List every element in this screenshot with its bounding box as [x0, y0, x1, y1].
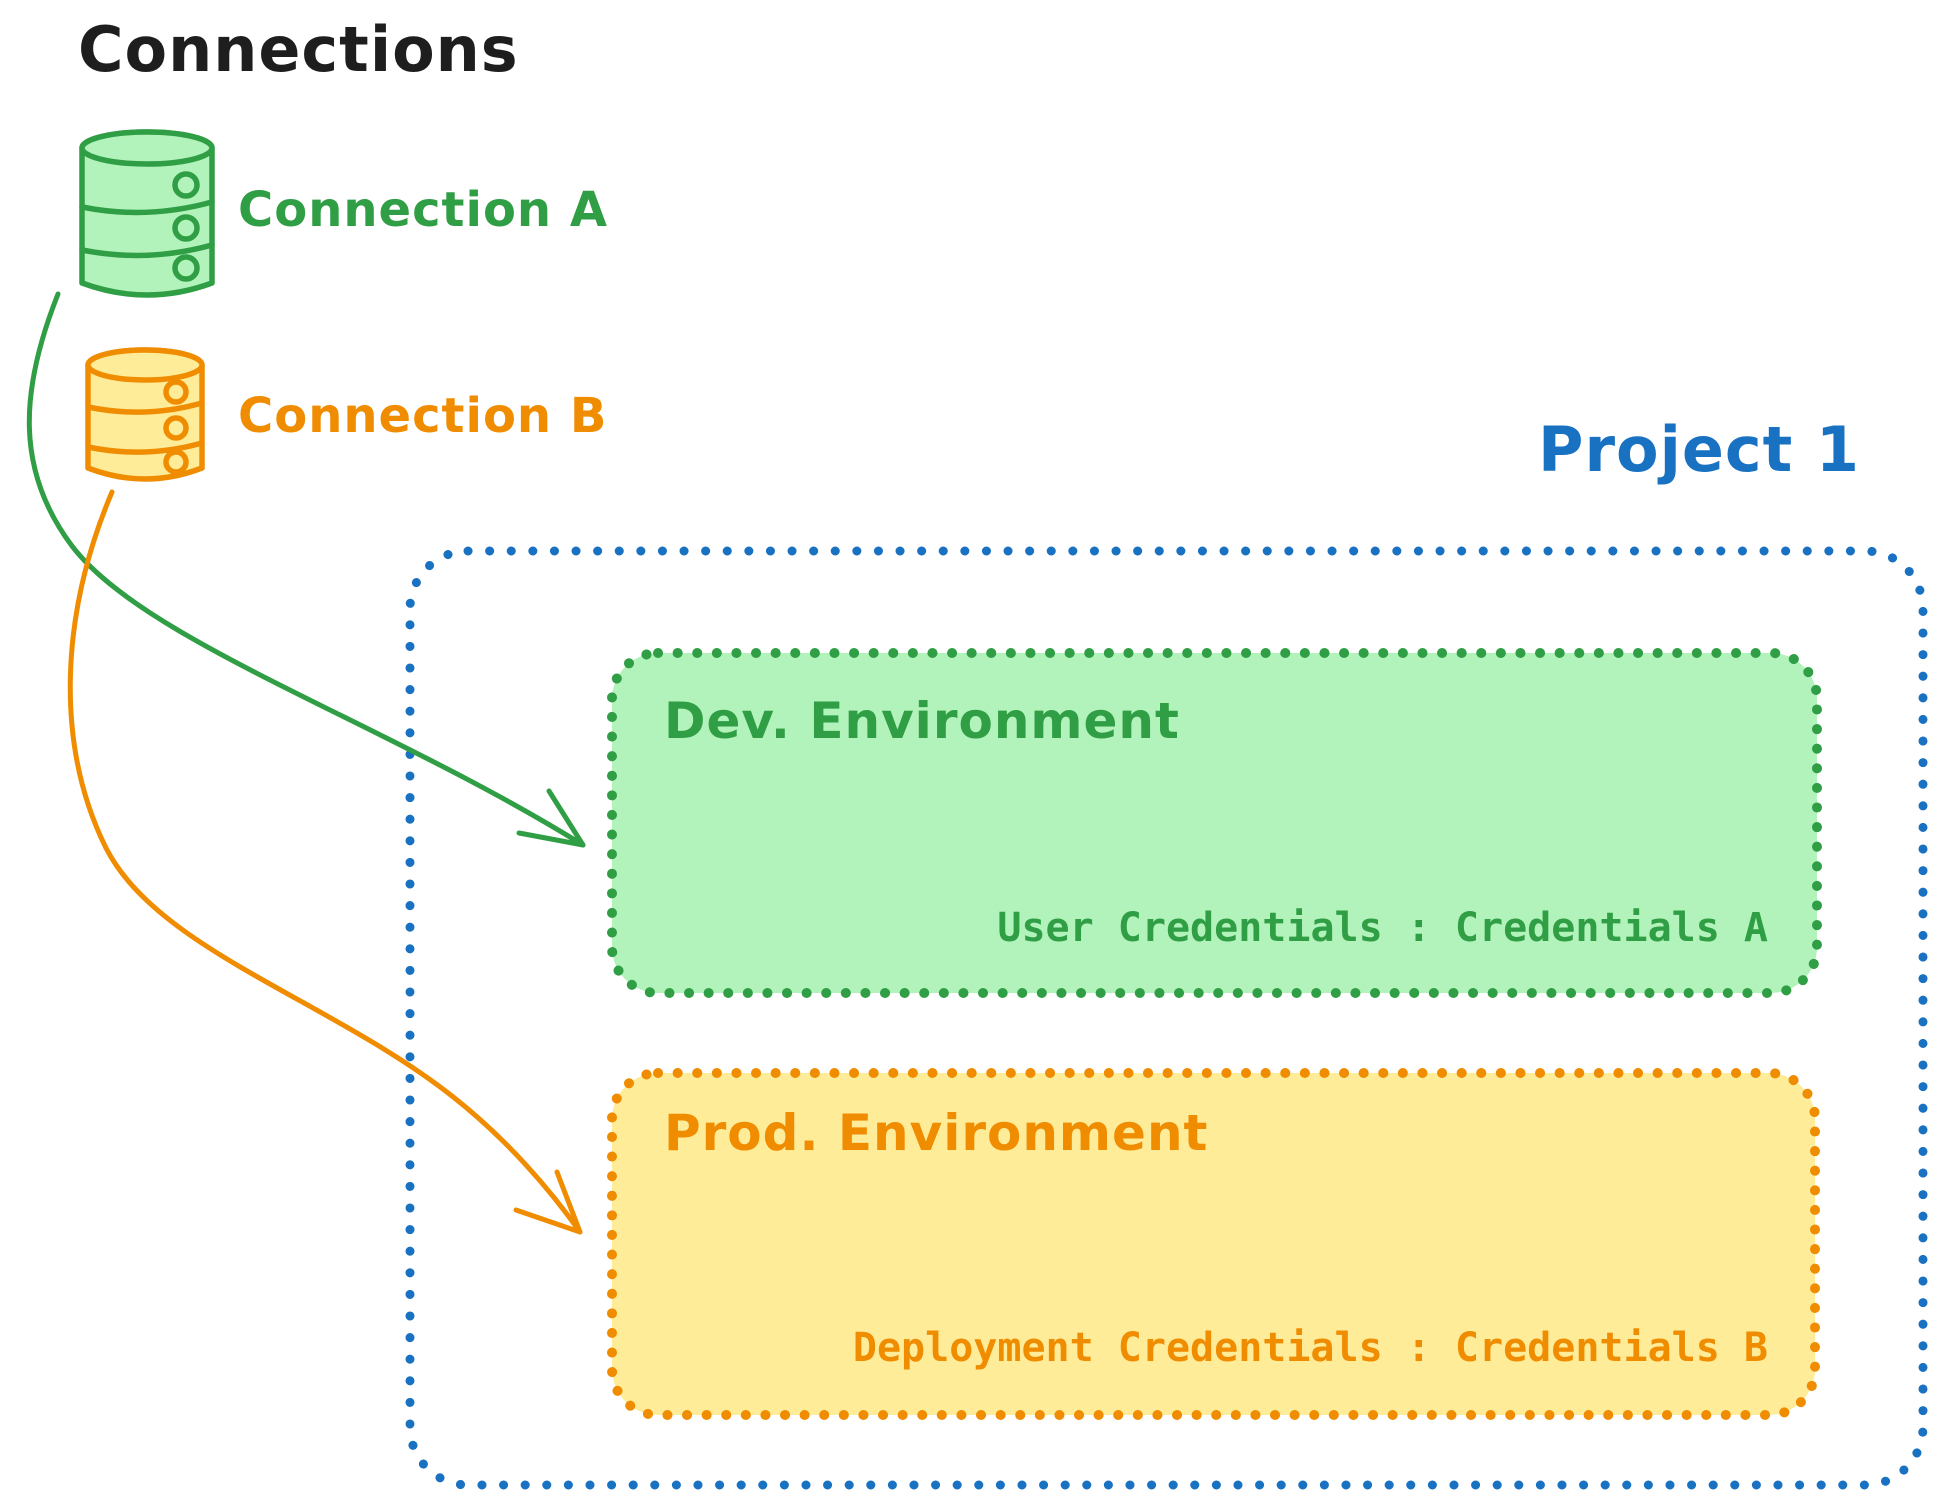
database-icon-connection-b [85, 347, 205, 482]
connection-b-label: Connection B [238, 388, 608, 444]
prod-environment-credentials: Deployment Credentials : Credentials B [852, 1325, 1768, 1371]
arrow-connection-a-to-dev [26, 291, 586, 848]
prod-environment-box [607, 1068, 1820, 1420]
database-top-rim [85, 347, 205, 383]
dev-environment-title: Dev. Environment [664, 692, 1180, 750]
database-led [172, 171, 200, 199]
database-divider [79, 242, 215, 259]
database-divider [85, 440, 205, 455]
database-top-rim [79, 129, 215, 167]
database-divider [85, 400, 205, 415]
project-box [405, 546, 1928, 1490]
connection-a-label: Connection A [238, 182, 608, 238]
arrow-line [67, 489, 583, 1235]
prod-environment-title: Prod. Environment [664, 1104, 1209, 1162]
arrow-connection-b-to-prod [67, 489, 583, 1235]
dev-environment-box [607, 648, 1822, 998]
arrowhead [513, 1169, 583, 1235]
dev-environment-credentials: User Credentials : Credentials A [997, 905, 1768, 951]
database-led [163, 415, 189, 441]
connections-title: Connections [78, 13, 519, 86]
arrow-line [26, 291, 586, 848]
database-led [172, 214, 200, 242]
arrowhead [516, 788, 586, 848]
database-led [163, 449, 189, 475]
database-divider [79, 199, 215, 216]
database-led [163, 379, 189, 405]
database-icon-connection-a [79, 129, 215, 298]
database-led [172, 254, 200, 282]
project-title: Project 1 [1538, 413, 1861, 486]
